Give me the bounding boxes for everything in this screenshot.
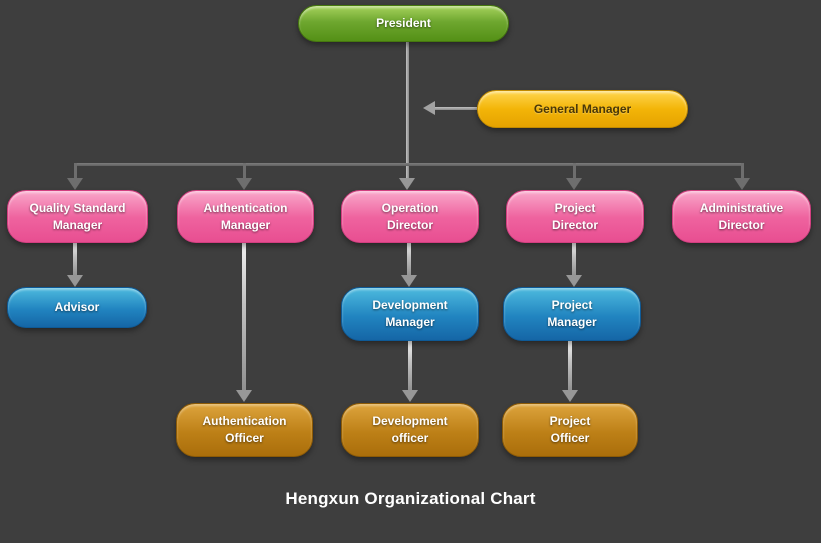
node-president: President bbox=[298, 5, 509, 42]
node-project-director: Project Director bbox=[506, 190, 644, 243]
connector-stub-administrative bbox=[741, 163, 744, 179]
connector-qsm-advisor bbox=[73, 242, 77, 277]
node-operation-director-label: Operation Director bbox=[381, 200, 439, 232]
connector-president-trunk bbox=[406, 41, 409, 180]
node-project-manager-label: Project Manager bbox=[547, 298, 597, 329]
node-general-manager: General Manager bbox=[477, 90, 688, 128]
node-advisor: Advisor bbox=[7, 287, 147, 328]
arrow-down-icon bbox=[402, 390, 418, 402]
arrow-down-icon bbox=[236, 390, 252, 402]
node-quality-standard-manager: Quality Standard Manager bbox=[7, 190, 148, 243]
node-advisor-label: Advisor bbox=[54, 300, 100, 315]
arrow-down-icon bbox=[236, 178, 252, 190]
connector-pm-po bbox=[568, 341, 572, 392]
node-development-officer: Development officer bbox=[341, 403, 479, 457]
node-administrative-director-label: Administrative Director bbox=[699, 200, 784, 232]
node-project-officer: Project Officer bbox=[502, 403, 638, 457]
connector-pd-pm bbox=[572, 242, 576, 277]
node-project-manager: Project Manager bbox=[503, 287, 641, 341]
arrow-left-icon bbox=[423, 101, 435, 115]
connector-dm-do bbox=[408, 341, 412, 392]
node-operation-director: Operation Director bbox=[341, 190, 479, 243]
node-development-officer-label: Development officer bbox=[372, 414, 448, 445]
node-authentication-manager: Authentication Manager bbox=[177, 190, 314, 243]
node-president-label: President bbox=[376, 16, 431, 31]
connector-stub-quality bbox=[74, 163, 77, 179]
node-authentication-officer-label: Authentication Officer bbox=[202, 414, 287, 445]
node-project-officer-label: Project Officer bbox=[549, 414, 591, 445]
arrow-down-icon bbox=[67, 178, 83, 190]
node-development-manager-label: Development Manager bbox=[372, 298, 448, 329]
connector-am-officer bbox=[242, 242, 246, 392]
arrow-down-icon bbox=[566, 275, 582, 287]
arrow-down-icon bbox=[562, 390, 578, 402]
arrow-down-icon bbox=[399, 178, 415, 190]
connector-od-dm bbox=[407, 242, 411, 277]
arrow-down-icon bbox=[566, 178, 582, 190]
node-administrative-director: Administrative Director bbox=[672, 190, 811, 243]
node-general-manager-label: General Manager bbox=[533, 101, 632, 116]
connector-tree-horizontal bbox=[74, 163, 744, 166]
node-authentication-manager-label: Authentication Manager bbox=[203, 200, 288, 232]
arrow-down-icon bbox=[401, 275, 417, 287]
chart-title: Hengxun Organizational Chart bbox=[285, 489, 536, 508]
connector-stub-authentication bbox=[243, 163, 246, 179]
arrow-down-icon bbox=[734, 178, 750, 190]
arrow-down-icon bbox=[67, 275, 83, 287]
node-quality-standard-manager-label: Quality Standard Manager bbox=[29, 200, 126, 232]
node-authentication-officer: Authentication Officer bbox=[176, 403, 313, 457]
connector-general-manager bbox=[434, 107, 477, 110]
node-development-manager: Development Manager bbox=[341, 287, 479, 341]
node-project-director-label: Project Director bbox=[551, 200, 598, 232]
connector-stub-project bbox=[573, 163, 576, 179]
